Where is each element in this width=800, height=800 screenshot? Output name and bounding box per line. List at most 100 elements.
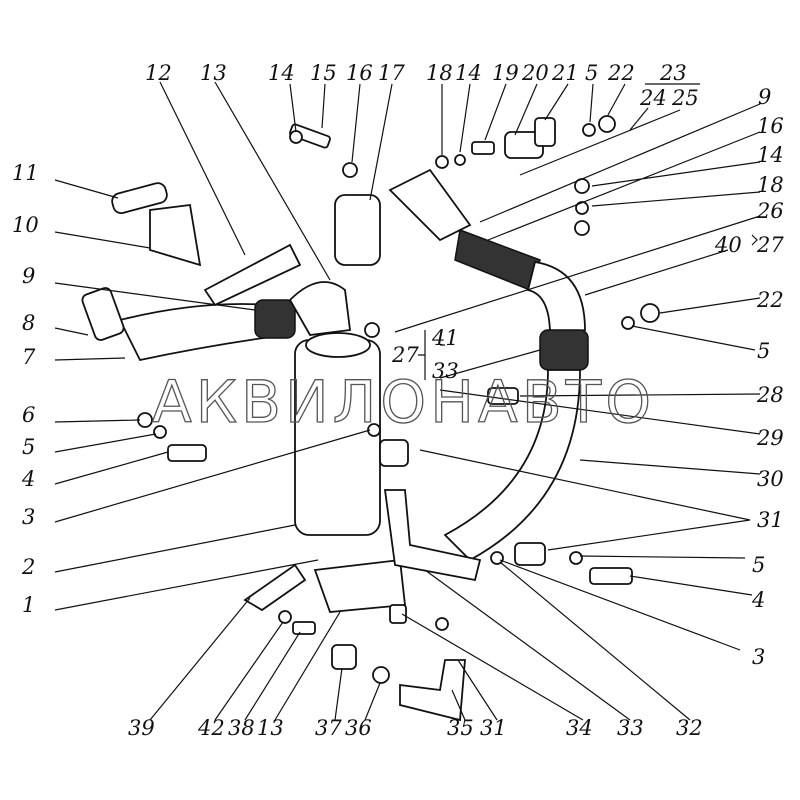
washer-14 (575, 201, 589, 215)
callout: 39 (128, 716, 155, 740)
washer (137, 412, 153, 428)
callout: 15 (310, 61, 337, 85)
housing-cap (305, 332, 371, 358)
watermark: АКВИЛОНАВТО (152, 368, 652, 436)
callout: 35 (447, 716, 474, 740)
washer (435, 155, 449, 169)
hose (454, 228, 541, 291)
callout: 8 (22, 311, 35, 335)
callout: 26 (756, 199, 784, 223)
bolt-38 (292, 621, 316, 635)
callout: 9 (22, 264, 35, 288)
base-flange (313, 559, 406, 613)
bushing-11 (111, 182, 168, 215)
elbow-right (526, 260, 586, 337)
callout: 14 (757, 143, 784, 167)
washer-42 (278, 610, 292, 624)
bolt (589, 567, 633, 585)
fitting-21 (534, 117, 556, 147)
callout: 36 (345, 716, 372, 740)
washer-36 (372, 666, 390, 684)
washer-18 (574, 220, 590, 236)
callout: 16 (757, 114, 784, 138)
callout: 30 (757, 467, 784, 491)
callout: 42 (197, 716, 225, 740)
gasket (81, 287, 125, 341)
callout: 3 (22, 505, 35, 529)
callout: 4 (751, 588, 765, 612)
callout: 14 (268, 61, 295, 85)
labels-left: 11 10 9 8 7 6 5 4 3 2 1 (12, 161, 39, 617)
callout: 33 (617, 716, 644, 740)
bracket-39 (243, 563, 307, 612)
seal-ring (435, 617, 449, 631)
callout: 3 (752, 645, 765, 669)
hose-clamp (254, 299, 296, 339)
labels-right: 9 16 14 18 26 40 27 22 5 28 29 30 31 5 4… (714, 85, 784, 669)
callout: 27 (391, 343, 419, 367)
washer (153, 425, 167, 439)
bolt-19 (471, 141, 495, 155)
washer (621, 316, 635, 330)
bracket-10 (149, 203, 202, 267)
callout: 5 (757, 339, 770, 363)
callout: 38 (228, 716, 255, 740)
bolt-15 (289, 123, 331, 149)
callout: 28 (756, 383, 784, 407)
fitting-37 (331, 644, 357, 670)
callout: 11 (12, 161, 39, 185)
bolt-4 (167, 444, 207, 462)
bracket (203, 243, 302, 307)
callout: 29 (756, 426, 784, 450)
elbow (288, 281, 352, 336)
washer (582, 123, 596, 137)
callout: 7 (22, 345, 36, 369)
fitting-31 (514, 542, 546, 566)
callout: 33 (432, 359, 459, 383)
callout: 13 (200, 61, 227, 85)
callout: 25 (671, 86, 699, 110)
callout: 40 (714, 233, 742, 257)
callout: 14 (455, 61, 482, 85)
callout: 37 (315, 716, 342, 740)
callout: 34 (566, 716, 593, 740)
callout: 32 (676, 716, 703, 740)
gasket-17 (334, 194, 381, 266)
callout: 9 (758, 85, 771, 109)
callout: 22 (756, 288, 784, 312)
callout: 5 (585, 61, 598, 85)
callout: 23 (659, 61, 687, 85)
callout: 13 (257, 716, 284, 740)
callout: 18 (426, 61, 453, 85)
parts-drawing (81, 115, 660, 722)
callout: 24 (639, 86, 667, 110)
leader-lines (54, 81, 761, 721)
callout: 4 (21, 467, 35, 491)
callout: 31 (757, 508, 784, 532)
pipe-fitting (383, 489, 482, 582)
callout: 31 (480, 716, 507, 740)
callout: 22 (607, 61, 635, 85)
flange-pipe (388, 168, 472, 242)
callout: 17 (378, 61, 405, 85)
washer (454, 154, 466, 166)
callout: 6 (22, 403, 35, 427)
seal-ring (490, 551, 504, 565)
nut (342, 162, 358, 178)
callout: 20 (521, 61, 549, 85)
washer (569, 551, 583, 565)
callout: 19 (492, 61, 519, 85)
washer (289, 130, 303, 144)
callout: 18 (757, 173, 784, 197)
bolt (364, 322, 380, 338)
callout: 41 (431, 326, 459, 350)
callout: 1 (22, 593, 35, 617)
hose-clamp-right (539, 329, 589, 371)
callout: 21 (551, 61, 579, 85)
labels-middle: 27 41 33 (391, 326, 459, 383)
nut (598, 115, 616, 133)
pipe-35 (399, 659, 466, 722)
valve-34 (389, 604, 407, 624)
